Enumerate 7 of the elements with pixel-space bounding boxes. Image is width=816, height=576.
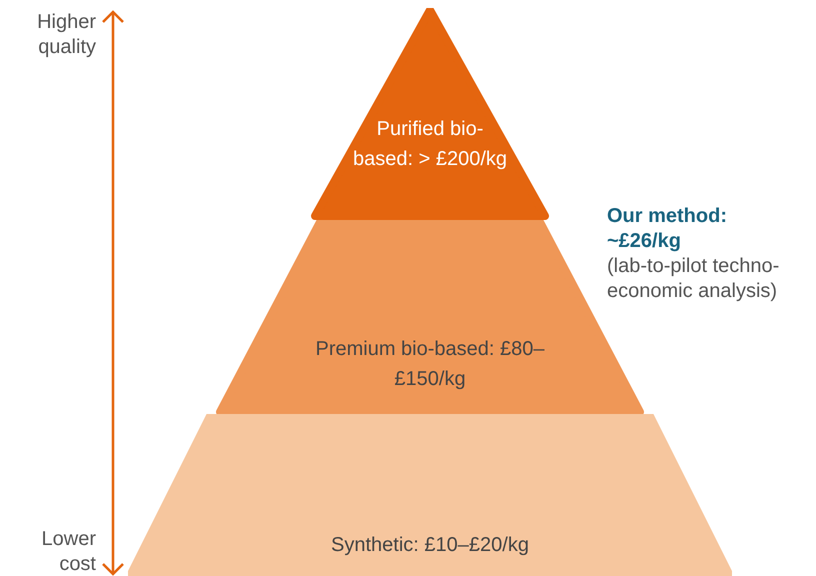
axis-label: Lower cost <box>40 527 96 576</box>
tier-label: Premium bio-based: £80–£150/kg <box>314 337 546 392</box>
tier-label: Synthetic: £10–£20/kg <box>330 533 530 558</box>
callout-note: (lab-to-pilot techno-economic analysis) <box>607 254 780 304</box>
axis-label: Higher quality <box>36 10 96 60</box>
callout-heading: Our method: ~£26/kg <box>607 204 728 254</box>
tier-label: Purified bio-based: > £200/kg <box>352 117 508 172</box>
